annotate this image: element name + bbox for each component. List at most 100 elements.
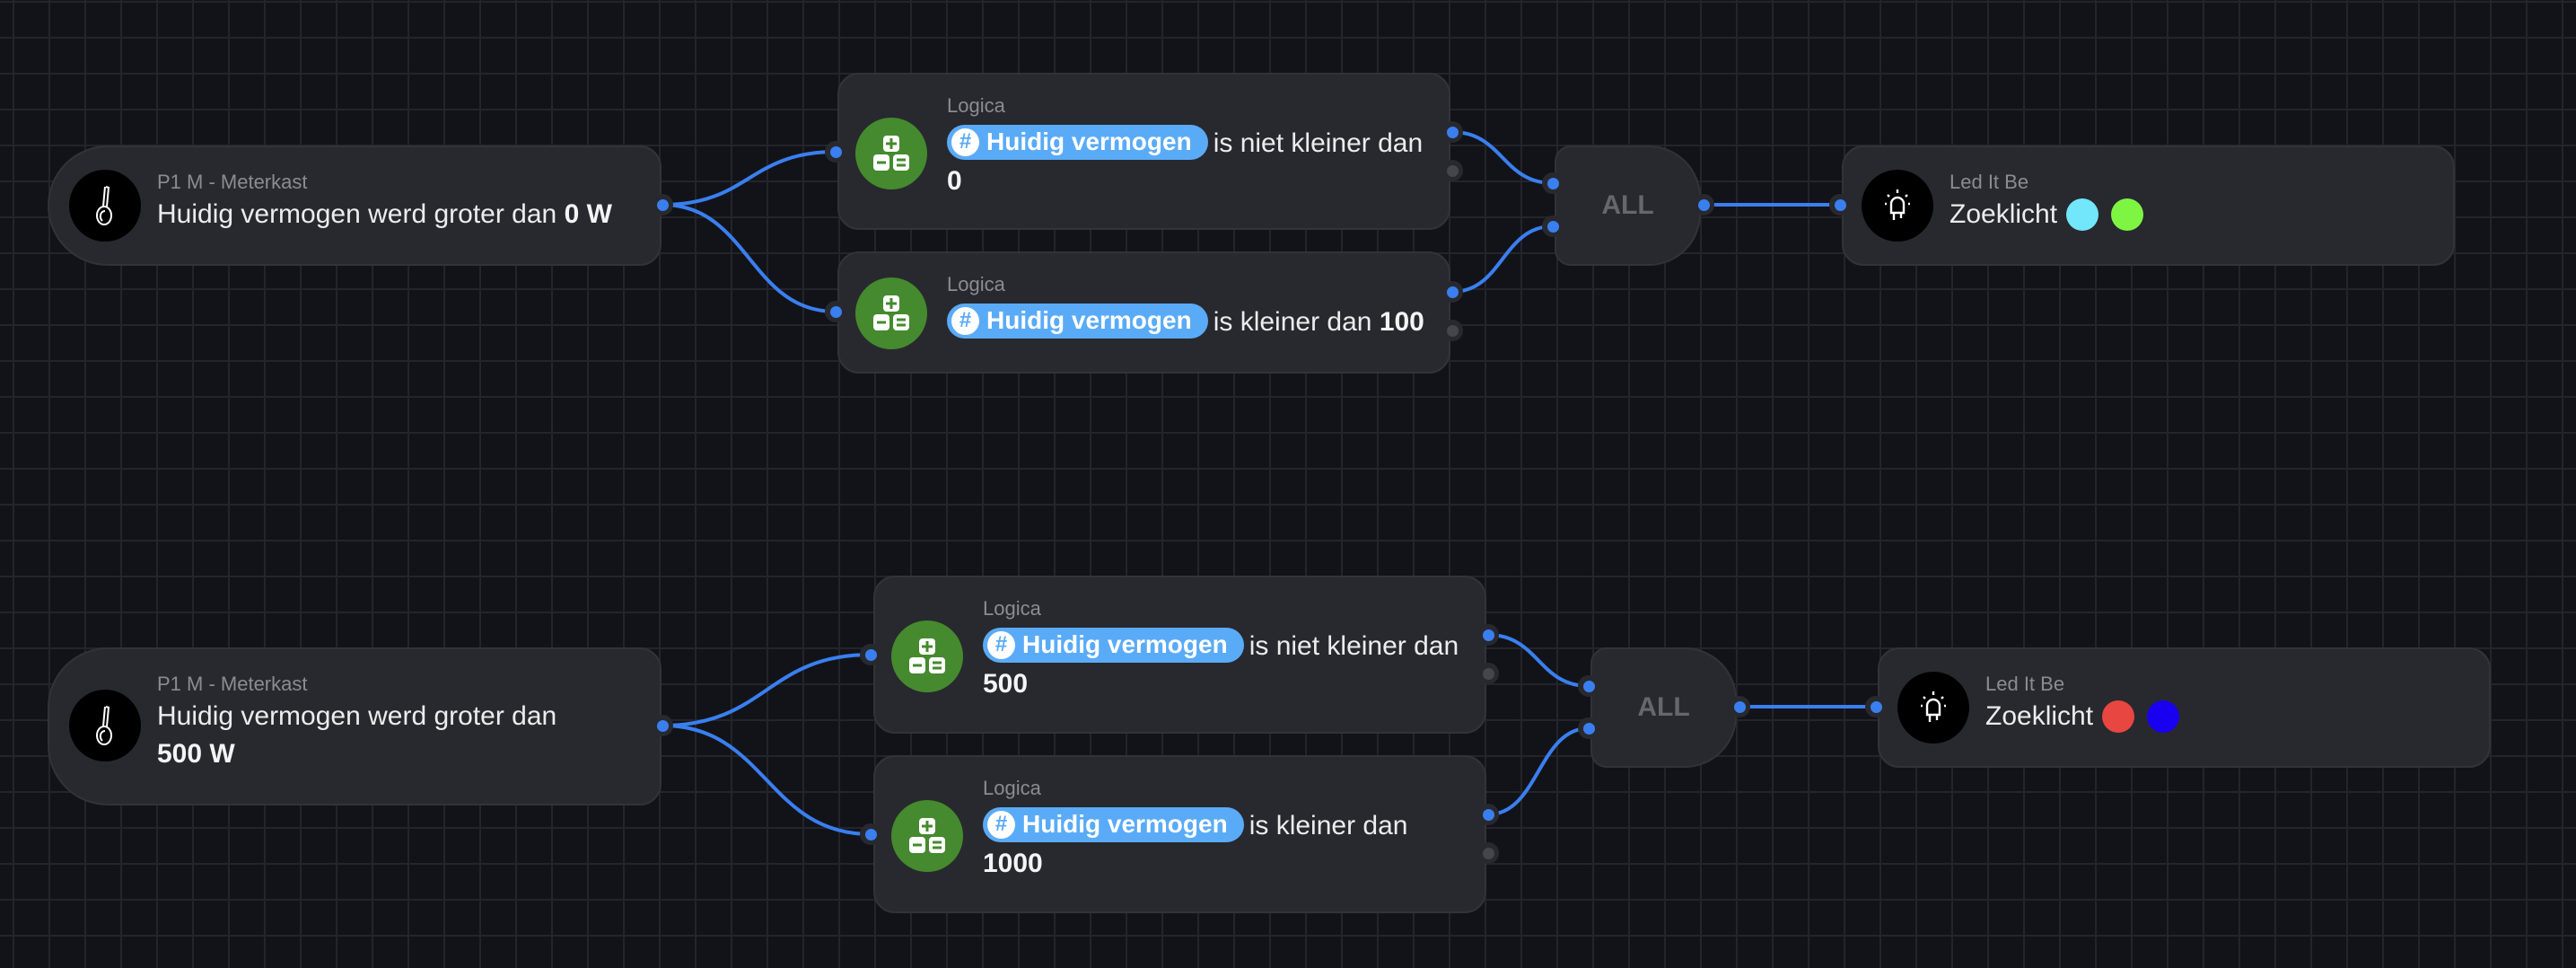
connection-edge[interactable]: [1450, 130, 1555, 185]
color-swatch: [2066, 198, 2099, 231]
connection-edge[interactable]: [1486, 633, 1590, 688]
number-token-icon: #: [951, 306, 979, 335]
connection-edge[interactable]: [661, 724, 872, 836]
connection-edge[interactable]: [1450, 224, 1555, 294]
condition-title: Logica: [947, 273, 1005, 295]
all-gate-node[interactable]: ALL: [1590, 647, 1737, 768]
token-label: Huidig vermogen: [1022, 630, 1228, 659]
trigger-text: Huidig vermogen werd groter dan: [157, 701, 557, 731]
condition-text: is kleiner dan: [1249, 811, 1408, 840]
socket-dot: [1446, 324, 1459, 337]
socket-dot: [829, 145, 842, 158]
connection-edge[interactable]: [1486, 726, 1590, 816]
condition-false-output-socket[interactable]: [1477, 842, 1499, 864]
condition-value: 100: [1379, 307, 1424, 337]
gate-input-socket[interactable]: [1578, 717, 1599, 739]
trigger-node[interactable]: P1 M - Meterkast Huidig vermogen werd gr…: [48, 647, 662, 805]
token-label: Huidig vermogen: [986, 128, 1192, 156]
condition-title: Logica: [947, 94, 1005, 117]
action-node[interactable]: Led It Be Zoeklicht: [1842, 145, 2455, 266]
condition-input-socket[interactable]: [825, 141, 846, 163]
token-label: Huidig vermogen: [986, 306, 1192, 335]
socket-dot: [1546, 220, 1559, 233]
condition-title: Logica: [983, 597, 1041, 620]
socket-dot: [1446, 286, 1459, 298]
action-device-name: Led It Be: [1950, 171, 2029, 193]
condition-value: 500: [983, 669, 1029, 699]
action-node[interactable]: Led It Be Zoeklicht: [1878, 647, 2491, 768]
socket-dot: [1697, 198, 1710, 211]
token-pill[interactable]: #Huidig vermogen: [983, 806, 1244, 842]
calculator-icon: [855, 277, 927, 349]
gate-output-socket[interactable]: [1693, 194, 1714, 216]
all-gate-node[interactable]: ALL: [1555, 145, 1701, 266]
condition-input-socket[interactable]: [860, 644, 881, 665]
socket-dot: [864, 828, 877, 840]
gate-input-socket[interactable]: [1542, 172, 1564, 194]
gate-input-socket[interactable]: [1542, 216, 1564, 237]
socket-dot: [1482, 847, 1494, 859]
calculator-icon: [891, 620, 963, 692]
condition-true-output-socket[interactable]: [1477, 804, 1499, 825]
gate-output-socket[interactable]: [1729, 696, 1750, 717]
condition-true-output-socket[interactable]: [1477, 624, 1499, 646]
token-pill[interactable]: #Huidig vermogen: [947, 303, 1208, 339]
color-swatch: [2102, 700, 2135, 733]
number-token-icon: #: [951, 128, 979, 156]
condition-false-output-socket[interactable]: [1441, 160, 1463, 181]
connection-edge[interactable]: [661, 150, 837, 207]
number-token-icon: #: [987, 810, 1015, 839]
trigger-node[interactable]: P1 M - Meterkast Huidig vermogen werd gr…: [48, 145, 662, 266]
socket-dot: [1582, 680, 1595, 692]
condition-false-output-socket[interactable]: [1441, 320, 1463, 341]
condition-input-socket[interactable]: [825, 301, 846, 322]
trigger-description: Huidig vermogen werd groter dan 500 W: [157, 698, 579, 773]
gate-label: ALL: [1601, 190, 1654, 220]
led-icon: [1897, 672, 1969, 744]
condition-value: 1000: [983, 849, 1043, 878]
condition-true-output-socket[interactable]: [1441, 121, 1463, 143]
trigger-output-socket[interactable]: [652, 194, 673, 216]
connection-edge[interactable]: [661, 653, 872, 727]
trigger-device-name: P1 M - Meterkast: [157, 673, 308, 695]
condition-title: Logica: [983, 777, 1041, 799]
gate-input-socket[interactable]: [1578, 675, 1599, 697]
token-pill[interactable]: #Huidig vermogen: [947, 124, 1208, 160]
socket-dot: [1546, 177, 1559, 189]
condition-text: is niet kleiner dan: [1249, 631, 1459, 661]
trigger-output-socket[interactable]: [652, 715, 673, 736]
condition-false-output-socket[interactable]: [1477, 663, 1499, 684]
socket-dot: [1870, 700, 1882, 713]
action-description: Zoeklicht: [1985, 698, 2180, 735]
socket-dot: [864, 648, 877, 661]
color-swatch: [2147, 700, 2180, 733]
gate-label: ALL: [1637, 692, 1690, 722]
action-input-socket[interactable]: [1829, 194, 1851, 216]
trigger-device-name: P1 M - Meterkast: [157, 171, 308, 193]
led-icon: [1862, 170, 1933, 242]
socket-dot: [1482, 667, 1494, 680]
condition-input-socket[interactable]: [860, 823, 881, 845]
number-token-icon: #: [987, 630, 1015, 659]
color-swatch: [2111, 198, 2144, 231]
condition-value: 0: [947, 166, 962, 196]
socket-dot: [1582, 722, 1595, 735]
trigger-description: Huidig vermogen werd groter dan 0 W: [157, 196, 642, 233]
condition-text: is niet kleiner dan: [1213, 128, 1424, 158]
action-input-socket[interactable]: [1865, 696, 1887, 717]
condition-text: is kleiner dan: [1213, 307, 1372, 337]
connection-edge[interactable]: [661, 203, 837, 313]
token-pill[interactable]: #Huidig vermogen: [983, 627, 1244, 663]
trigger-text: Huidig vermogen werd groter dan: [157, 199, 557, 229]
p1-meter-icon: [69, 170, 141, 242]
condition-true-output-socket[interactable]: [1441, 281, 1463, 303]
socket-dot: [1733, 700, 1746, 713]
socket-dot: [1482, 808, 1494, 821]
